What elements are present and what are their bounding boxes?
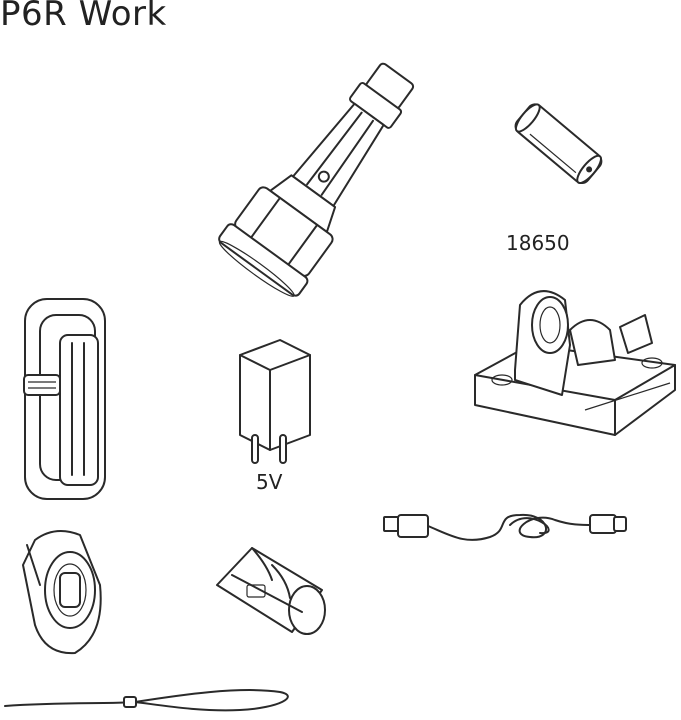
usb-cable-icon bbox=[380, 495, 630, 555]
battery-label: 18650 bbox=[506, 231, 570, 255]
flashlight-icon bbox=[210, 45, 445, 305]
mount-holder-icon bbox=[212, 540, 332, 640]
battery-icon bbox=[505, 95, 615, 195]
lanyard-icon bbox=[0, 680, 300, 720]
charger-label: 5V bbox=[256, 470, 283, 494]
charger-adapter-icon bbox=[230, 335, 320, 470]
charging-dock-icon bbox=[470, 285, 680, 440]
belt-clip-icon bbox=[15, 525, 115, 660]
holster-icon bbox=[10, 295, 115, 505]
page-title: P6R Work bbox=[0, 0, 167, 34]
